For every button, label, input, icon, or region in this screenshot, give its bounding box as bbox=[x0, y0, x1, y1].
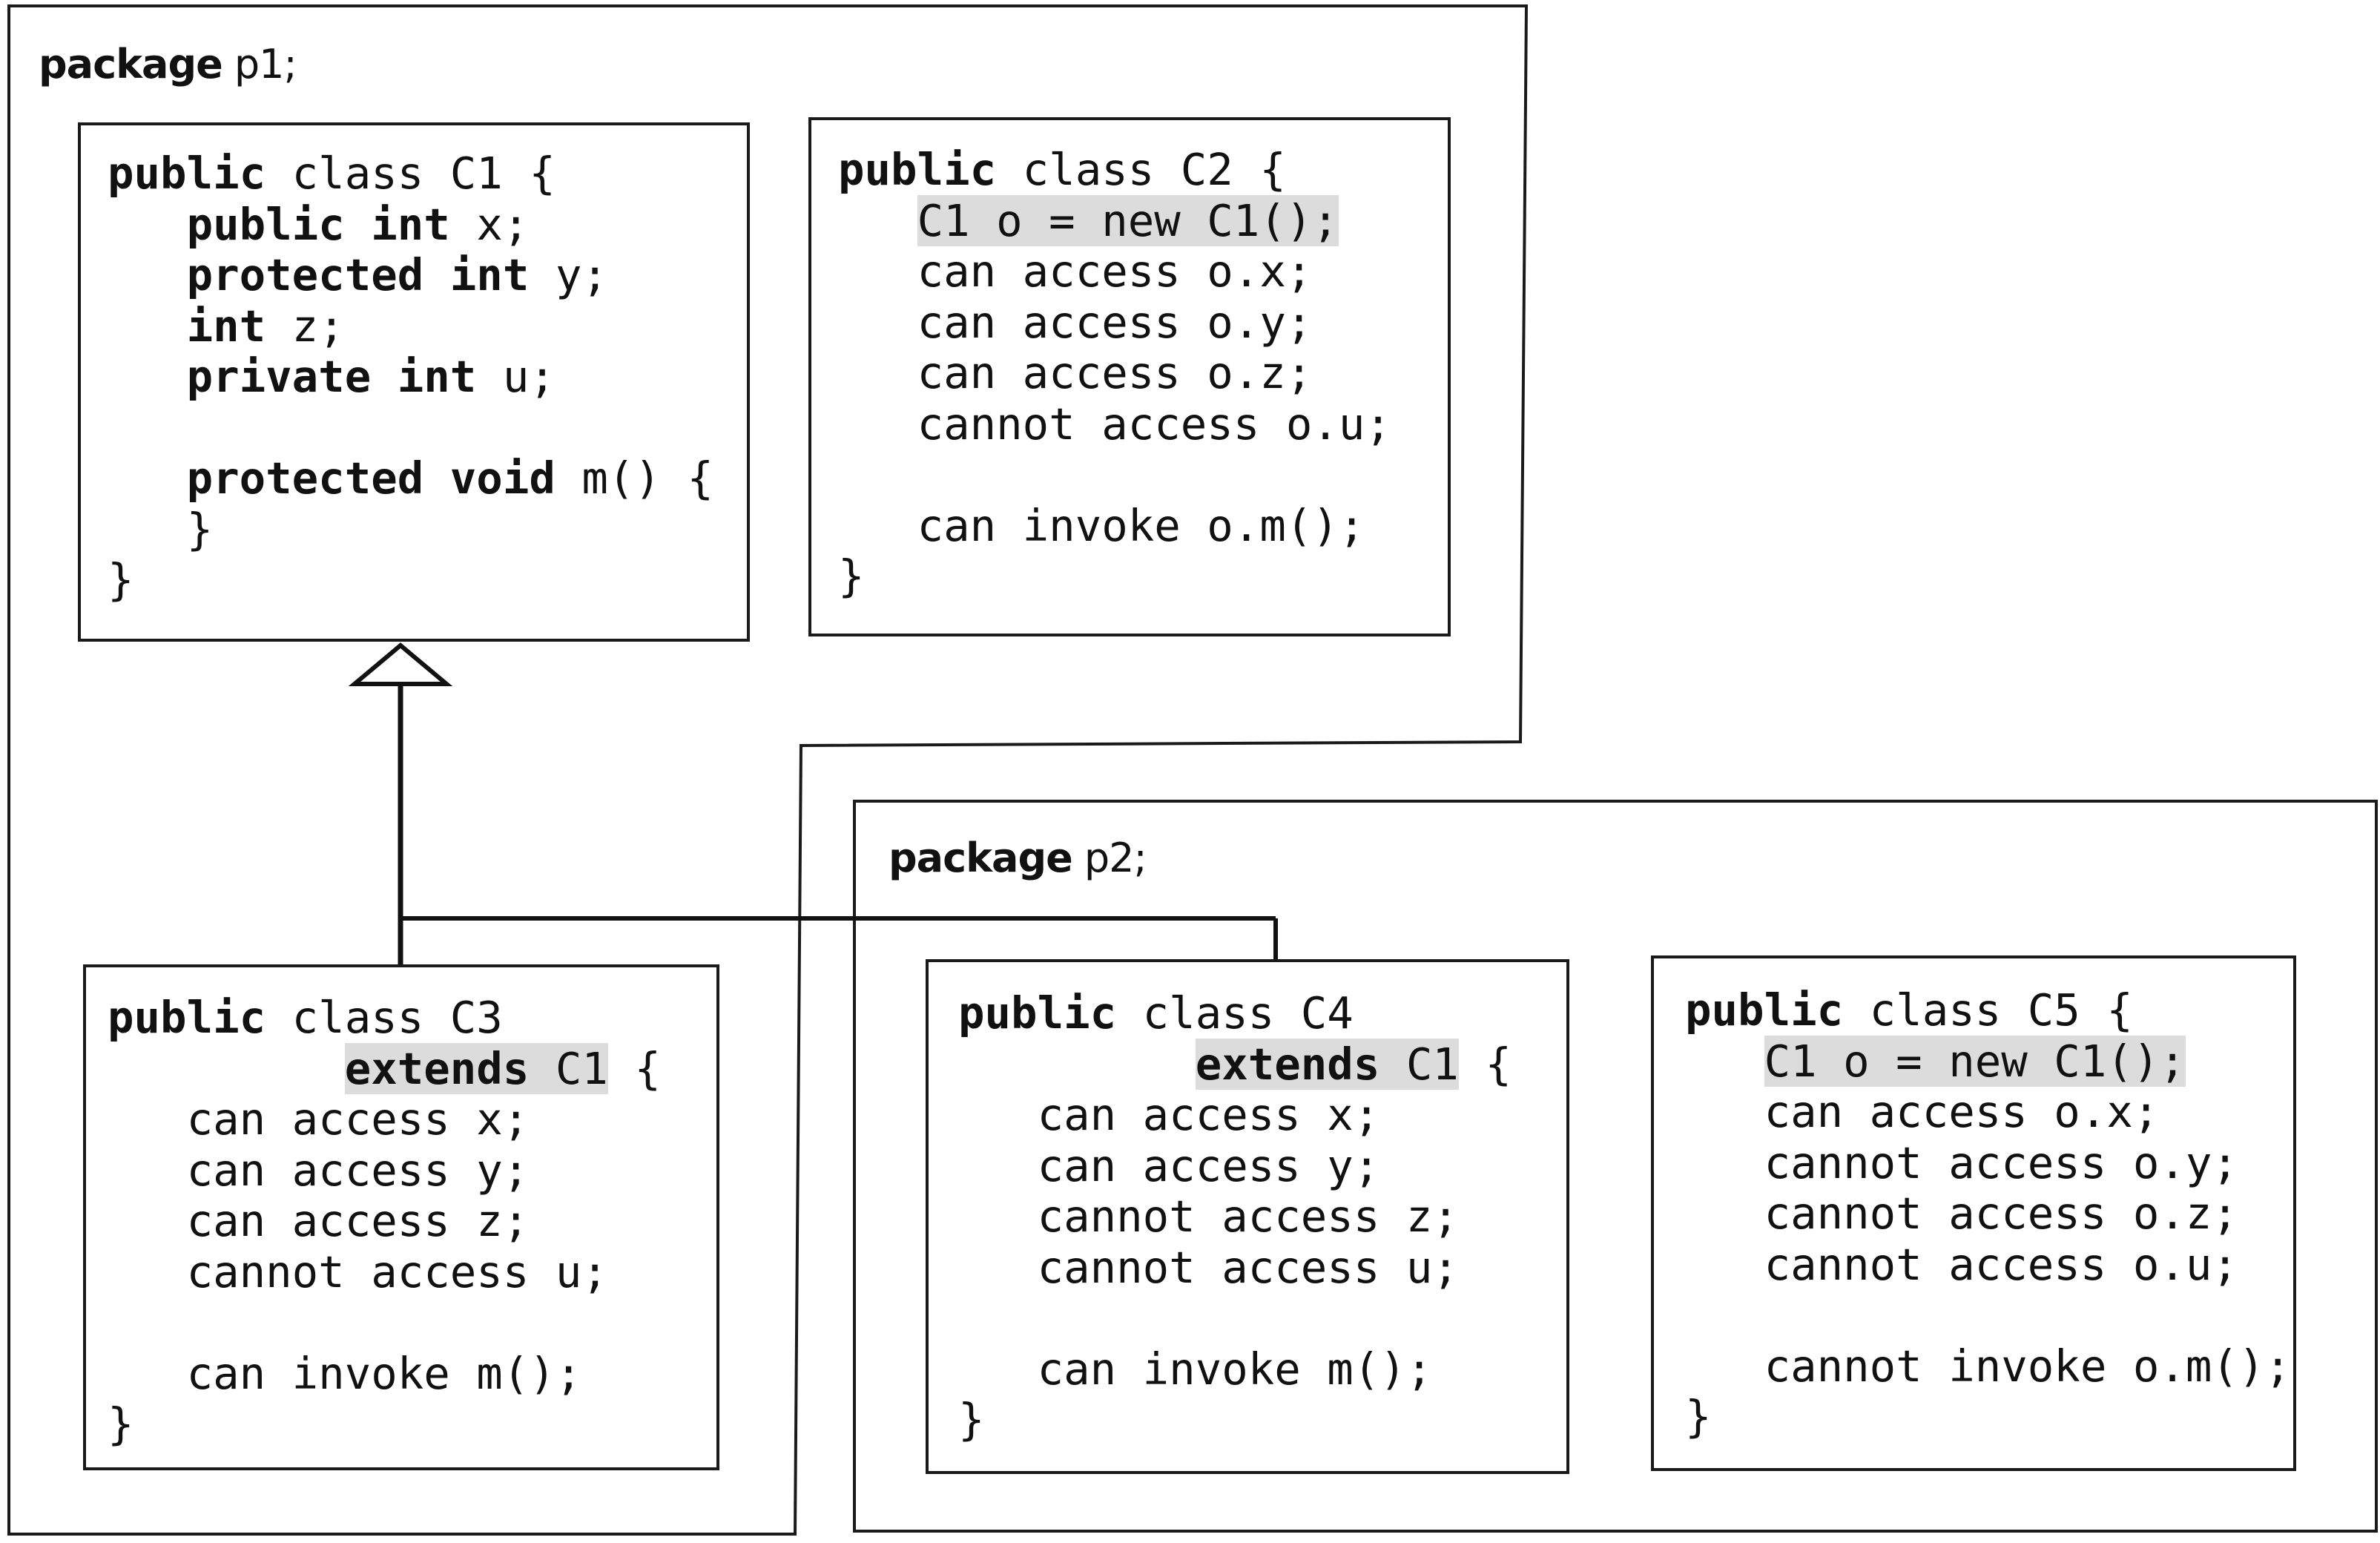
field-name: x; bbox=[449, 198, 530, 250]
package-keyword: package bbox=[39, 41, 223, 88]
access-line: can access o.x; bbox=[838, 246, 1313, 297]
invoke-line: can invoke m(); bbox=[108, 1347, 582, 1399]
field-name: y; bbox=[529, 249, 608, 300]
package-keyword: package bbox=[889, 835, 1073, 881]
class-c1-code: public class C1 { public int x; protecte… bbox=[108, 148, 713, 606]
package-p2-label: package p2; bbox=[889, 835, 1147, 881]
method-close: } bbox=[108, 503, 214, 555]
access-line: cannot access o.u; bbox=[838, 398, 1391, 450]
class-header: class C2 { bbox=[996, 144, 1286, 195]
package-name: p1; bbox=[234, 41, 297, 88]
access-line: can access x; bbox=[958, 1089, 1380, 1140]
class-header: class C4 bbox=[1116, 987, 1354, 1039]
open-brace: { bbox=[1458, 1038, 1512, 1090]
class-close: } bbox=[838, 550, 865, 602]
extends-class: C1 bbox=[529, 1042, 608, 1094]
class-header: class C3 bbox=[266, 992, 503, 1043]
keyword: public bbox=[1685, 984, 1844, 1036]
class-header: class C5 { bbox=[1843, 984, 2133, 1036]
access-line: can access x; bbox=[108, 1093, 530, 1145]
package-name: p2; bbox=[1084, 835, 1147, 881]
access-line: can access y; bbox=[108, 1144, 530, 1196]
field-modifier: protected int bbox=[186, 249, 530, 300]
access-line: cannot access o.z; bbox=[1685, 1188, 2238, 1239]
invoke-line: cannot invoke o.m(); bbox=[1685, 1340, 2291, 1392]
class-close: } bbox=[958, 1394, 985, 1445]
class-close: } bbox=[1685, 1391, 1712, 1442]
access-line: cannot access o.u; bbox=[1685, 1238, 2238, 1290]
field-name: u; bbox=[476, 351, 556, 402]
access-line: cannot access z; bbox=[958, 1191, 1459, 1242]
class-c5-code: public class C5 { C1 o = new C1(); can a… bbox=[1685, 984, 2291, 1443]
package-p1-label: package p1; bbox=[39, 41, 297, 88]
keyword: public bbox=[838, 144, 997, 195]
access-line: can access o.z; bbox=[838, 347, 1313, 398]
access-line: cannot access o.y; bbox=[1685, 1136, 2238, 1188]
open-brace: { bbox=[607, 1042, 661, 1094]
class-c3-code: public class C3 extends C1 { can access … bbox=[108, 992, 661, 1450]
package-p1-boundary bbox=[7, 4, 1529, 1536]
class-c2-code: public class C2 { C1 o = new C1(); can a… bbox=[838, 144, 1391, 602]
extends-keyword: extends bbox=[344, 1042, 530, 1094]
access-line: can access y; bbox=[958, 1139, 1380, 1191]
field-modifier: private int bbox=[186, 351, 477, 402]
access-line: cannot access u; bbox=[958, 1241, 1459, 1293]
class-c5-box bbox=[1651, 955, 2296, 1471]
object-declaration: C1 o = new C1(); bbox=[917, 194, 1339, 246]
access-line: can access o.y; bbox=[838, 296, 1313, 348]
access-line: cannot access u; bbox=[108, 1246, 608, 1297]
extends-class: C1 bbox=[1379, 1038, 1459, 1090]
field-name: z; bbox=[266, 300, 345, 352]
method-modifier: protected void bbox=[186, 453, 556, 504]
keyword: public bbox=[958, 987, 1117, 1039]
invoke-line: can invoke m(); bbox=[958, 1343, 1433, 1395]
class-c4-code: public class C4 extends C1 { can access … bbox=[958, 987, 1512, 1446]
object-declaration: C1 o = new C1(); bbox=[1764, 1035, 2186, 1087]
inheritance-arrow-icon bbox=[348, 642, 453, 686]
extends-keyword: extends bbox=[1195, 1038, 1380, 1090]
class-close: } bbox=[108, 1398, 134, 1450]
package-p2-boundary bbox=[853, 800, 2378, 1533]
field-modifier: int bbox=[186, 300, 266, 352]
access-line: can access z; bbox=[108, 1195, 530, 1246]
access-line: can access o.x; bbox=[1685, 1086, 2160, 1137]
class-c1-box bbox=[78, 122, 750, 642]
class-close: } bbox=[108, 554, 134, 605]
class-header: class C1 { bbox=[266, 148, 556, 199]
method-signature: m() { bbox=[555, 453, 714, 504]
keyword: public bbox=[108, 992, 266, 1043]
field-modifier: public int bbox=[186, 198, 450, 250]
keyword: public bbox=[108, 148, 266, 199]
invoke-line: can invoke o.m(); bbox=[838, 499, 1365, 551]
